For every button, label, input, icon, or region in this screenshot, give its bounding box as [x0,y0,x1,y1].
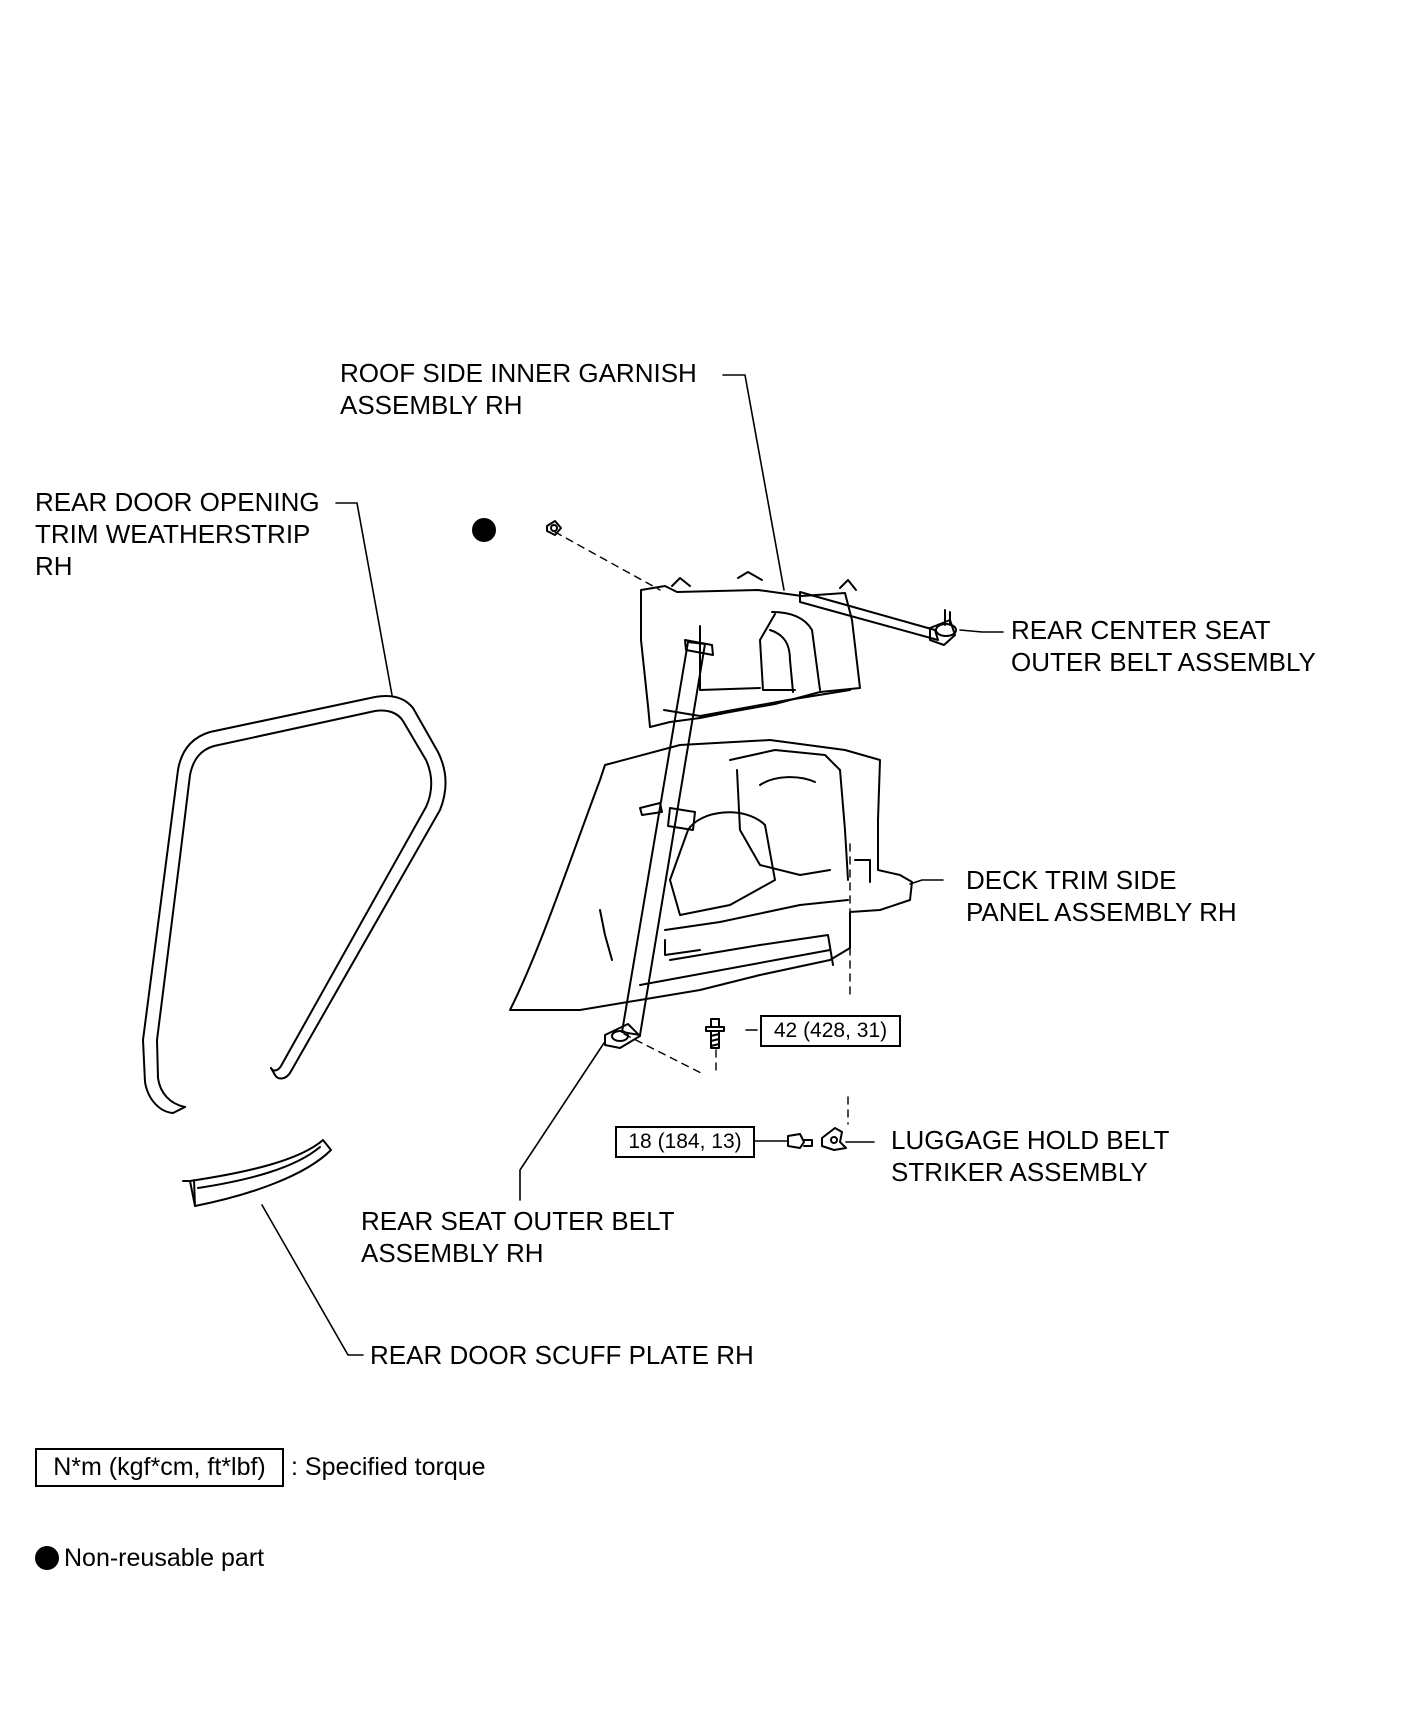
leader-lines [261,374,1004,1356]
label-deck-trim-panel: DECK TRIM SIDE PANEL ASSEMBLY RH [966,865,1237,927]
anchor-bolt-head [710,1018,720,1028]
label-roof-side-garnish: ROOF SIDE INNER GARNISH ASSEMBLY RH [340,358,697,420]
center-belt-part [799,591,957,646]
striker-bracket [821,1127,847,1151]
torque-belt-anchor: 42 (428, 31) [760,1015,901,1047]
label-rear-door-scuff: REAR DOOR SCUFF PLATE RH [370,1340,754,1370]
legend-torque-box: N*m (kgf*cm, ft*lbf) [35,1448,284,1487]
legend-torque-text: : Specified torque [291,1453,486,1481]
nonreusable-marker-icon [472,518,496,542]
torque-striker-bolt: 18 (184, 13) [615,1126,755,1158]
legend-nonreusable-text: Non-reusable part [64,1544,265,1572]
deck-trim-panel-part [509,739,913,1011]
rear-seat-belt-part [604,639,714,1049]
fasteners [546,520,847,1151]
label-luggage-striker: LUGGAGE HOLD BELT STRIKER ASSEMBLY [891,1125,1170,1187]
label-rear-door-weatherstrip: REAR DOOR OPENING TRIM WEATHERSTRIP RH [35,487,320,581]
weatherstrip-part [142,695,447,1114]
striker-bolt [787,1133,805,1149]
label-rear-seat-outer-belt: REAR SEAT OUTER BELT ASSEMBLY RH [361,1206,675,1268]
scuff-plate-part [182,1139,332,1207]
legend-nonreusable-icon [35,1546,59,1570]
label-rear-center-belt: REAR CENTER SEAT OUTER BELT ASSEMBLY [1011,615,1316,677]
garnish-clip [546,520,562,536]
garnish-part [640,571,861,728]
